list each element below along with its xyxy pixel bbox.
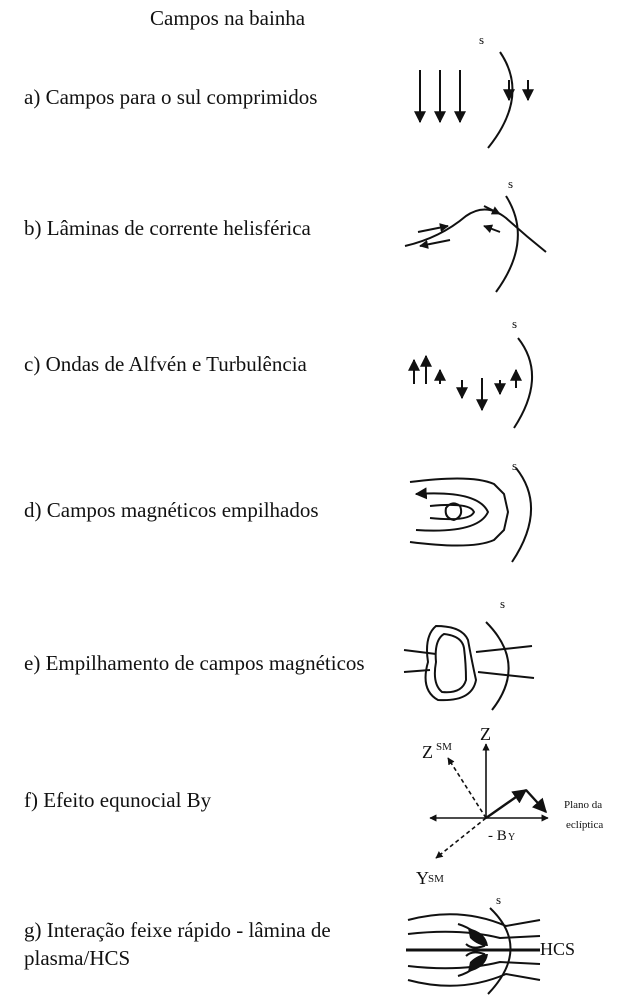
figure-g-fill: [468, 928, 488, 972]
ysm-subscript: SM: [428, 873, 444, 885]
zsm-label: Z: [422, 742, 433, 762]
field-arrow: [419, 239, 451, 249]
shock-line-e: [485, 621, 510, 711]
item-b-label: b) Lâminas de corrente helisférica: [24, 216, 311, 240]
figure-f-labels: Z Z SM Y SM - B Y Plano da eclíptica: [416, 724, 603, 888]
pileup-body: [424, 624, 478, 702]
field-line: [403, 649, 437, 655]
field-line: [407, 972, 541, 987]
zsm-axis: [447, 757, 487, 819]
shock-line-c: [513, 337, 534, 429]
field-arrow: [417, 223, 449, 233]
field-line: [403, 669, 431, 673]
item-f-label: f) Efeito equnocial By: [24, 788, 212, 812]
field-line: [475, 645, 533, 653]
figure-d: [409, 467, 533, 563]
s-label-b: s: [508, 176, 513, 191]
item-c-label: c) Ondas de Alfvén e Turbulência: [24, 352, 307, 376]
ysm-axis: [435, 817, 487, 859]
hcs-label: HCS: [540, 939, 575, 959]
pileup-inner: [433, 632, 468, 694]
figure-a: [414, 51, 534, 149]
figure-c: [408, 337, 534, 429]
by-subscript: Y: [508, 832, 515, 843]
s-label-a: s: [479, 32, 484, 47]
by-component: [525, 789, 547, 814]
current-sheet: [404, 208, 547, 253]
diagram-title: Campos na bainha: [150, 6, 306, 30]
field-vector: [485, 789, 528, 819]
item-a-label: a) Campos para o sul comprimidos: [24, 85, 318, 109]
item-e-label: e) Empilhamento de campos magnéticos: [24, 651, 365, 675]
field-line: [407, 913, 541, 928]
item-d-label: d) Campos magnéticos empilhados: [24, 498, 319, 522]
s-label-g: s: [496, 892, 501, 907]
z-label: Z: [480, 724, 491, 744]
by-label: - B: [488, 828, 507, 844]
figure-g: [406, 907, 541, 995]
s-label-d: s: [512, 458, 517, 473]
shock-line-d: [511, 467, 533, 563]
zsm-superscript: SM: [436, 741, 452, 753]
item-g-label: g) Interação feixe rápido - lâmina de pl…: [24, 918, 331, 970]
obstacle: [444, 502, 463, 522]
s-label-e: s: [500, 596, 505, 611]
pileup-boundary: [409, 477, 510, 547]
field-arrow: [483, 224, 501, 234]
ysm-label: Y: [416, 868, 429, 888]
figure-f: [429, 743, 549, 859]
shock-line-b: [495, 195, 519, 293]
field-line: [477, 671, 535, 679]
figure-b: [404, 195, 547, 293]
figure-e: [403, 621, 535, 711]
field-line: [407, 930, 541, 940]
field-line: [407, 960, 541, 970]
ecliptic-label-line1: Plano da: [564, 799, 602, 811]
s-label-c: s: [512, 316, 517, 331]
draped-field-line: [429, 503, 476, 521]
field-arrow: [483, 205, 501, 215]
draped-field-line: [414, 487, 490, 532]
ecliptic-label-line2: eclíptica: [566, 819, 603, 831]
